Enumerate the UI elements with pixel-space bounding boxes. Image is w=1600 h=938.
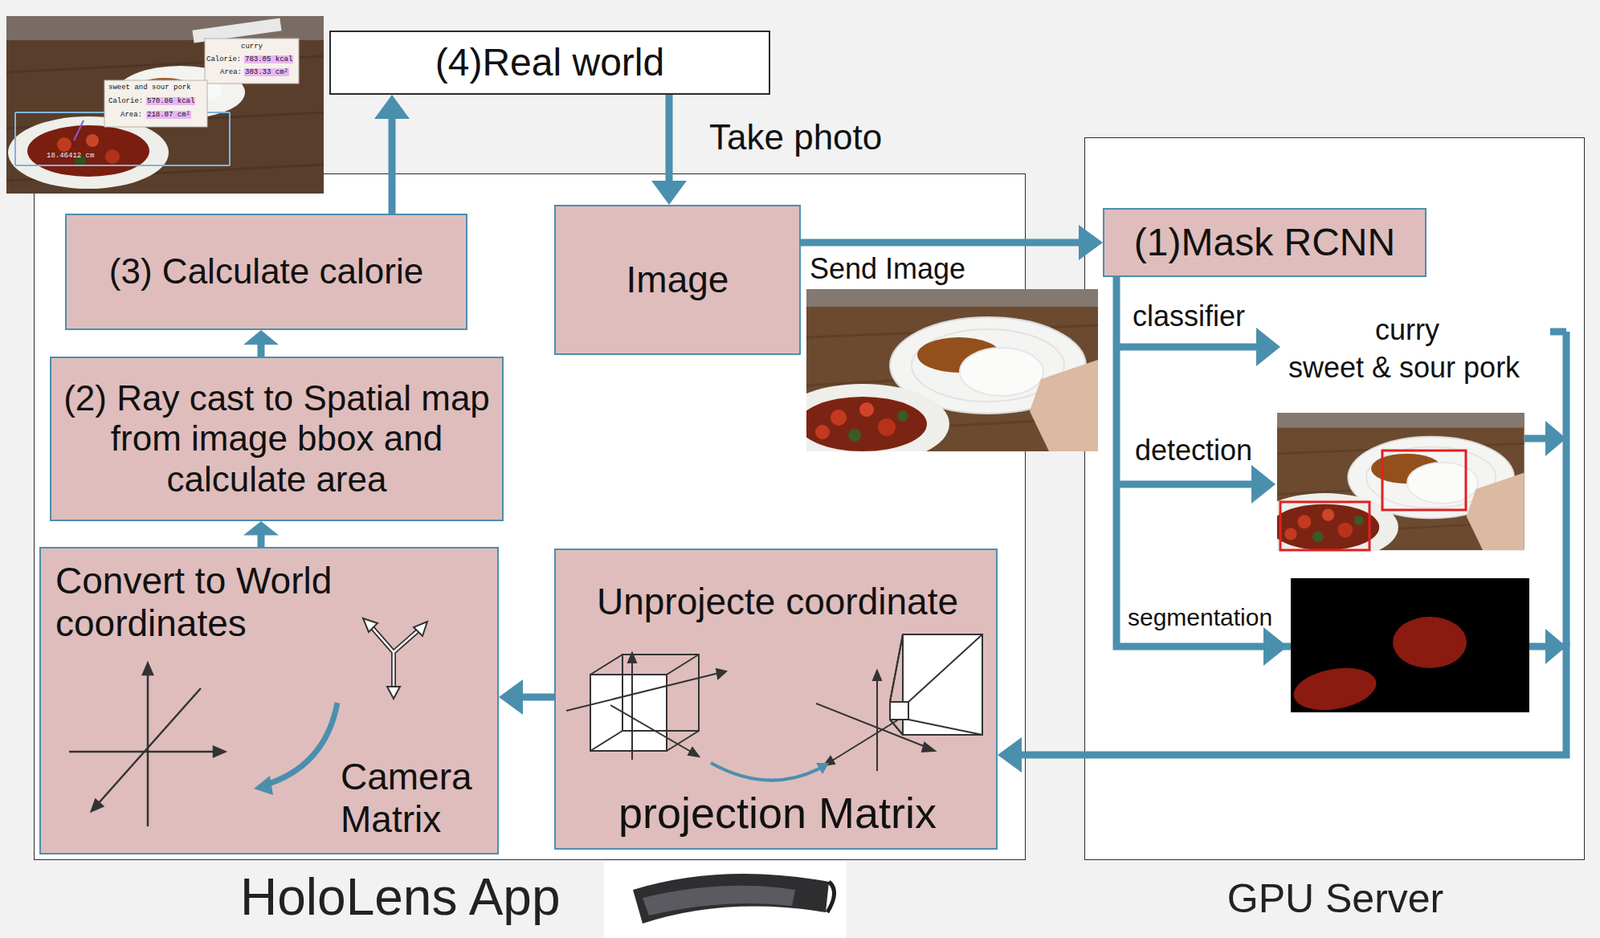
edge-label: Send Image [809,252,966,286]
arrow-head [243,521,279,536]
ar-value: 218.07 cm² [146,110,192,119]
dimension-label: 18.46412 cm [46,151,94,160]
ar-value: 303.33 cm² [244,68,290,77]
axes-symbol [69,663,225,827]
process-box: Image [554,204,801,356]
panel-title: GPU Server [1085,876,1586,923]
panel-title: HoloLens App [240,870,618,925]
class-label: curry [1375,313,1440,347]
box-text: Image [626,258,730,302]
arrow-line [1014,277,1567,756]
arrow-line [665,94,674,188]
ar-value: 570.86 kcal [146,97,196,106]
arrow-head [997,737,1022,773]
rotation-arrow [253,702,338,796]
box-text: (2) Ray cast to Spatial map from image b… [62,378,491,501]
model-box: (1)Mask RCNN [1102,208,1427,278]
arrow-head [374,94,410,119]
ar-label: sweet and sour pork [108,83,192,92]
arrow-line [515,693,555,702]
arrow-line [800,239,1086,247]
box-text: (3) Calculate calorie [109,251,424,293]
edge-label: Take photo [709,117,882,159]
frustum-symbol [816,634,983,772]
ar-label: Area: [120,110,143,119]
ar-photo [6,16,324,194]
class-label: sweet & sour pork [1288,351,1520,384]
bbox [1280,502,1370,551]
frame-symbol [363,618,428,699]
arrow-line [257,530,266,547]
flow-arrow [374,94,410,214]
flow-arrow [498,679,555,715]
arrow-head [243,330,279,345]
projection-arrow [710,763,829,781]
process-box: Unprojecte coordinate projection Matrix [554,548,998,850]
arrow-line [257,340,266,357]
arrow-head [1078,224,1103,261]
ar-label: Calorie: [108,97,143,106]
branch-label: detection [1134,433,1253,467]
detection-photo [1251,412,1525,562]
box-text: Unprojecte coordinate [555,580,1000,624]
headset-picture [604,861,847,938]
process-box: (3) Calculate calorie [65,213,468,331]
branch-label: classifier [1132,299,1245,333]
arrow-head [651,180,687,205]
stage-box: (4)Real world [329,30,771,95]
box-text: Convert to World coordinates [55,559,393,645]
box-text: Camera Matrix [340,755,494,841]
flow-arrow [997,277,1567,773]
branch-arrows [1116,327,1567,666]
arrow-head [498,679,523,715]
arrow-line [388,111,396,214]
process-box: Convert to World coordinatesCamera Matri… [39,546,499,855]
flow-arrow [243,521,279,547]
cube-symbol [566,653,727,760]
box-text: (4)Real world [435,40,665,85]
bbox [1382,450,1466,511]
ar-label: curry [240,42,263,51]
ar-value: 783.05 kcal [244,55,294,64]
branch-label: segmentation [1127,604,1273,633]
box-text: projection Matrix [555,787,1000,838]
box-text: (1)Mask RCNN [1134,220,1396,265]
ar-label: Calorie: [206,55,241,64]
process-box: (2) Ray cast to Spatial map from image b… [49,356,504,522]
flow-arrow [243,330,279,357]
sent-photo [775,289,1098,465]
segmentation-mask [1289,578,1530,717]
ar-label: Area: [220,68,242,77]
server-panel: GPU Server(1)Mask RCNN [1084,137,1585,861]
flow-arrow [651,94,687,205]
